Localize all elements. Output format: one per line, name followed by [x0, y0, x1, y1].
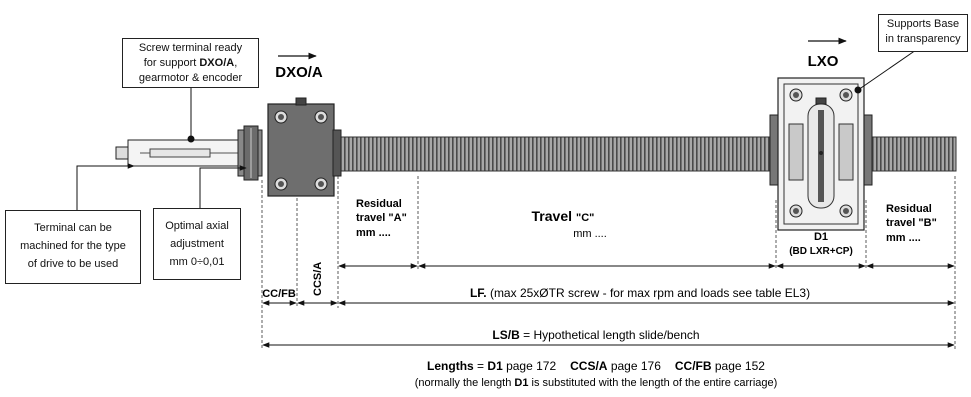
dxo-a-label: DXO/A [275, 64, 323, 81]
residual-a-text: Residual travel "A" mm .... [356, 198, 407, 239]
svg-text:mm ....: mm .... [356, 227, 391, 239]
lxo-label-group: LXO [808, 37, 847, 70]
d1-text: D1 (BD LXR+CP) [789, 231, 853, 257]
dxo-a-support-block [267, 97, 342, 197]
svg-text:travel "B": travel "B" [886, 217, 937, 229]
callout-leaders [76, 49, 917, 210]
ccs-a-label: CCS/A [312, 262, 324, 296]
callout-terminal-machined: Terminal can be machined for the type of… [5, 210, 141, 284]
callout-optimal-axial: Optimal axial adjustment mm 0÷0,01 [153, 208, 241, 280]
lxo-carriage [769, 77, 873, 231]
residual-b-text: Residual travel "B" mm .... [886, 203, 937, 244]
svg-text:mm ....: mm .... [886, 232, 921, 244]
footer-note: (normally the length D1 is substituted w… [415, 377, 778, 389]
cc-fb-label: CC/FB [262, 288, 296, 300]
lsb-label: LS/B = Hypothetical length slide/bench [492, 328, 699, 342]
extension-lines [261, 176, 956, 350]
svg-text:"C": "C" [576, 212, 594, 224]
svg-text:travel "A": travel "A" [356, 212, 407, 224]
svg-text:D1: D1 [814, 231, 828, 243]
svg-text:Travel: Travel [532, 208, 572, 224]
dxo-a-label-group: DXO/A [275, 52, 323, 81]
callout-screw-terminal: Screw terminal ready for support DXO/A, … [122, 38, 259, 88]
svg-text:Residual: Residual [886, 203, 932, 215]
travel-c-text: Travel "C" mm .... [532, 208, 607, 240]
lf-label: LF. (max 25xØTR screw - for max rpm and … [470, 286, 810, 300]
lxo-label: LXO [808, 53, 839, 70]
callout-supports-base: Supports Base in transparency [878, 14, 968, 52]
svg-text:(BD LXR+CP): (BD LXR+CP) [789, 246, 853, 257]
svg-text:mm ....: mm .... [573, 228, 607, 240]
terminal-shaft [115, 125, 263, 181]
svg-text:Residual: Residual [356, 198, 402, 210]
